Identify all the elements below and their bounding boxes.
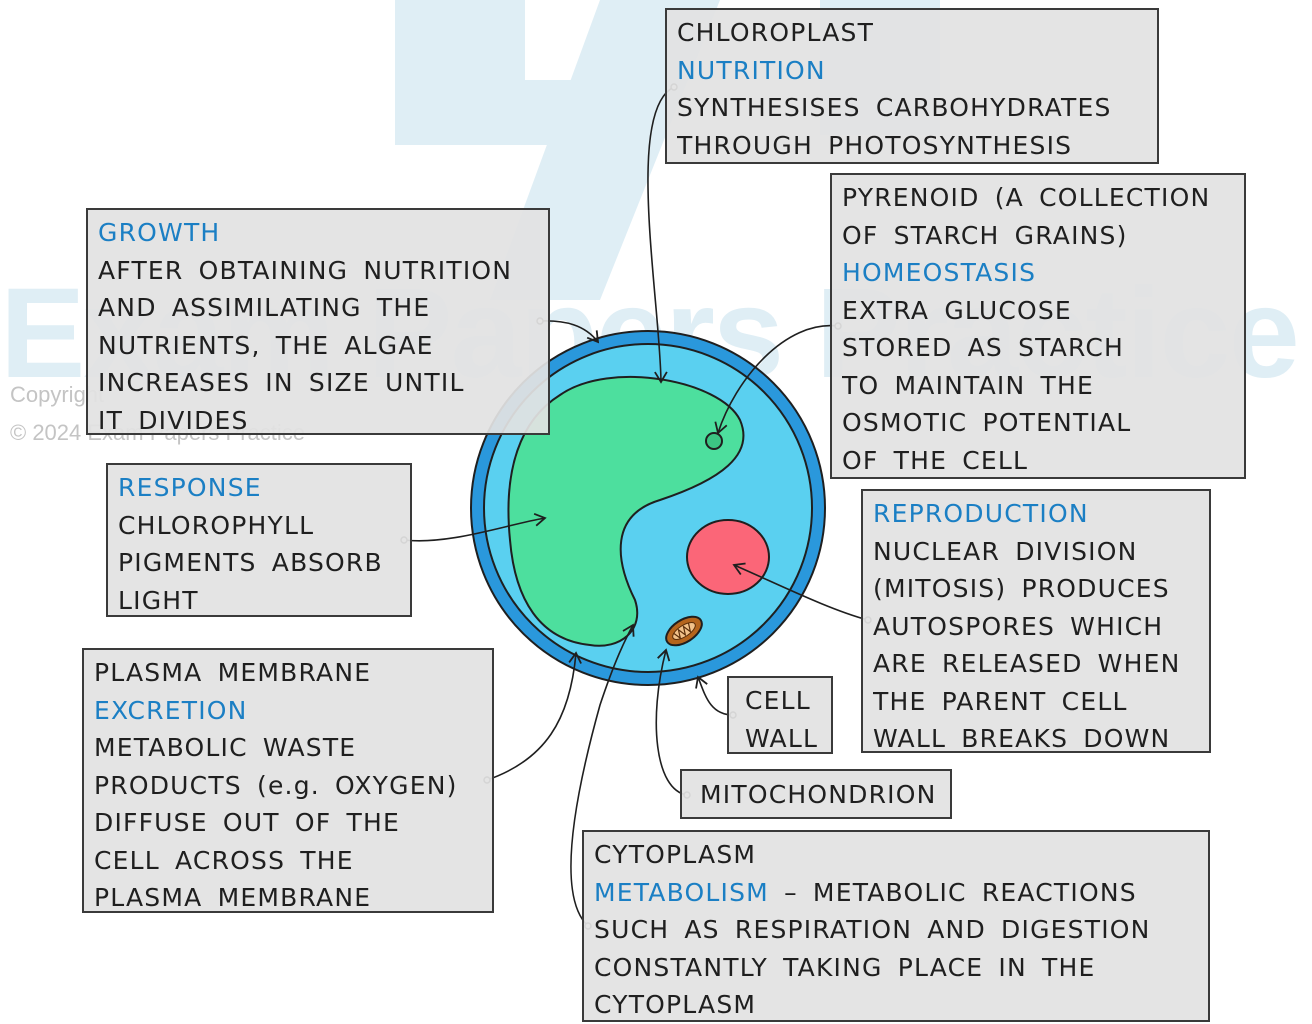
label-pyrenoid: PYRENOID (A COLLECTION OF STARCH GRAINS)… [830,173,1246,479]
chloroplast-text-1: SYNTHESISES CARBOHYDRATES [677,93,1112,122]
reproduction-text-5: THE PARENT CELL [873,686,1128,716]
pyrenoid-text-3: TO MAINTAIN THE [842,370,1094,400]
metabolism-heading-row: METABOLISM – METABOLIC REACTIONS [594,874,1200,912]
pyrenoid [705,432,723,450]
metabolism-heading-rest: – METABOLIC REACTIONS [768,877,1137,907]
metabolism-heading: METABOLISM [594,877,769,907]
pyrenoid-text-1: EXTRA GLUCOSE [842,295,1072,325]
cytoplasm-text-2: CONSTANTLY TAKING PLACE IN THE [594,952,1096,982]
mitochondrion [665,615,703,647]
nutrition-heading: NUTRITION [677,55,826,85]
plasma-membrane-text-2: PRODUCTS (e.g. OXYGEN) [94,770,458,800]
response-text-2: PIGMENTS ABSORB [118,548,383,577]
chloroplast-title: CHLOROPLAST [677,18,875,47]
arrow-pyrenoid [714,324,839,435]
arrow-reproduction [732,562,869,621]
label-response: RESPONSE CHLOROPHYLL PIGMENTS ABSORB LIG… [106,463,412,617]
response-heading: RESPONSE [118,473,262,502]
arrow-plasma-membrane [486,651,582,781]
plasma-membrane-text-5: PLASMA MEMBRANE [94,883,372,912]
label-cell-wall: CELL WALL [727,676,833,754]
reproduction-text-4: ARE RELEASED WHEN [873,649,1181,678]
reproduction-text-6: WALL BREAKS DOWN [873,724,1171,753]
growth-heading: GROWTH [98,218,221,247]
label-mitochondrion: MITOCHONDRION [680,769,952,819]
reproduction-text-2: (MITOSIS) PRODUCES [873,574,1170,603]
label-chloroplast: CHLOROPLAST NUTRITION SYNTHESISES CARBOH… [665,8,1159,164]
mitochondrion-title: MITOCHONDRION [700,780,937,809]
cytoplasm-text-1: SUCH AS RESPIRATION AND DIGESTION [594,915,1151,944]
pyrenoid-text-2: STORED AS STARCH [842,333,1124,362]
growth-text-5: IT DIVIDES [98,405,249,435]
response-text-3: LIGHT [118,585,199,615]
pyrenoid-title-2: OF STARCH GRAINS) [842,220,1128,250]
growth-text-3: NUTRIENTS, THE ALGAE [98,330,434,360]
growth-text-2: AND ASSIMILATING THE [98,293,431,322]
growth-text-4: INCREASES IN SIZE UNTIL [98,368,465,397]
homeostasis-heading: HOMEOSTASIS [842,258,1037,287]
arrow-mitochondrion [655,648,688,796]
cytoplasm-text-3: CYTOPLASM [594,990,757,1019]
plasma-membrane-title: PLASMA MEMBRANE [94,658,372,687]
label-reproduction: REPRODUCTION NUCLEAR DIVISION (MITOSIS) … [861,489,1211,753]
excretion-heading: EXCRETION [94,695,248,725]
reproduction-text-3: AUTOSPORES WHICH [873,611,1164,641]
reproduction-text-1: NUCLEAR DIVISION [873,536,1138,566]
growth-text-1: AFTER OBTAINING NUTRITION [98,255,513,285]
reproduction-heading: REPRODUCTION [873,499,1089,528]
pyrenoid-title-1: PYRENOID (A COLLECTION [842,183,1211,212]
cell-wall-text-1: CELL [745,686,811,715]
pyrenoid-text-4: OSMOTIC POTENTIAL [842,408,1132,437]
nucleus [686,519,770,595]
label-cytoplasm: CYTOPLASM METABOLISM – METABOLIC REACTIO… [582,830,1210,1022]
chloroplast-text-2: THROUGH PHOTOSYNTHESIS [677,130,1073,160]
label-plasma-membrane: PLASMA MEMBRANE EXCRETION METABOLIC WAST… [82,648,494,913]
chloroplast [507,376,745,647]
cytoplasm-title: CYTOPLASM [594,840,757,869]
arrow-cytoplasm [570,623,635,927]
label-growth: GROWTH AFTER OBTAINING NUTRITION AND ASS… [86,208,550,435]
plasma-membrane-text-4: CELL ACROSS THE [94,845,354,875]
plasma-membrane-text-1: METABOLIC WASTE [94,733,357,762]
cell-wall-text-2: WALL [745,723,819,753]
response-text-1: CHLOROPHYLL [118,510,315,540]
arrow-chloroplast [647,86,675,384]
pyrenoid-text-5: OF THE CELL [842,445,1029,475]
plasma-membrane-text-3: DIFFUSE OUT OF THE [94,808,400,837]
arrow-response [403,512,547,542]
